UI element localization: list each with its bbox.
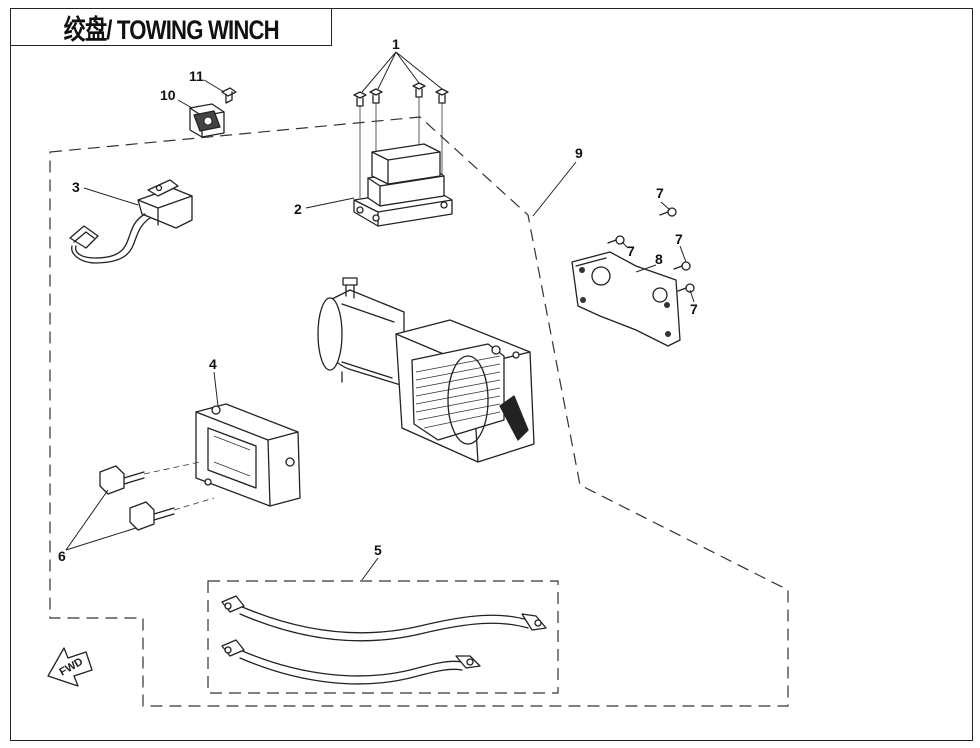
fairlead-4 [195,403,301,507]
diagram-title: 绞盘/ TOWING WINCH [63,14,279,45]
callout-7a: 7 [656,185,664,201]
cables-5 [221,595,547,685]
switch-3 [69,179,193,264]
callout-7c: 7 [675,231,683,247]
leader-lines [65,51,695,581]
assembly-boundary [49,116,789,707]
winch-body [317,277,535,463]
bracket-10 [189,103,225,138]
bolts-6 [99,461,215,531]
title-box: 绞盘/ TOWING WINCH [10,8,332,46]
contactor-2 [353,143,453,227]
drawing-frame [10,8,973,741]
callout-7d: 7 [690,301,698,317]
screw-11 [221,87,237,104]
callout-4: 4 [209,356,217,372]
plate-8 [571,251,681,347]
bolts-1 [353,82,449,200]
callout-6: 6 [58,548,66,564]
callout-1: 1 [392,36,400,52]
callout-8: 8 [655,251,663,267]
callout-10: 10 [160,87,176,103]
callout-5: 5 [374,542,382,558]
forward-arrow: FWD [47,647,93,687]
callout-7b: 7 [627,243,635,259]
callout-11: 11 [189,68,204,84]
callout-3: 3 [72,179,80,195]
callout-numbers: 1 2 3 4 5 6 7 7 7 7 8 9 10 11 [58,36,698,564]
cable-kit-box [207,580,559,694]
callout-9: 9 [575,145,583,161]
callout-2: 2 [294,201,302,217]
